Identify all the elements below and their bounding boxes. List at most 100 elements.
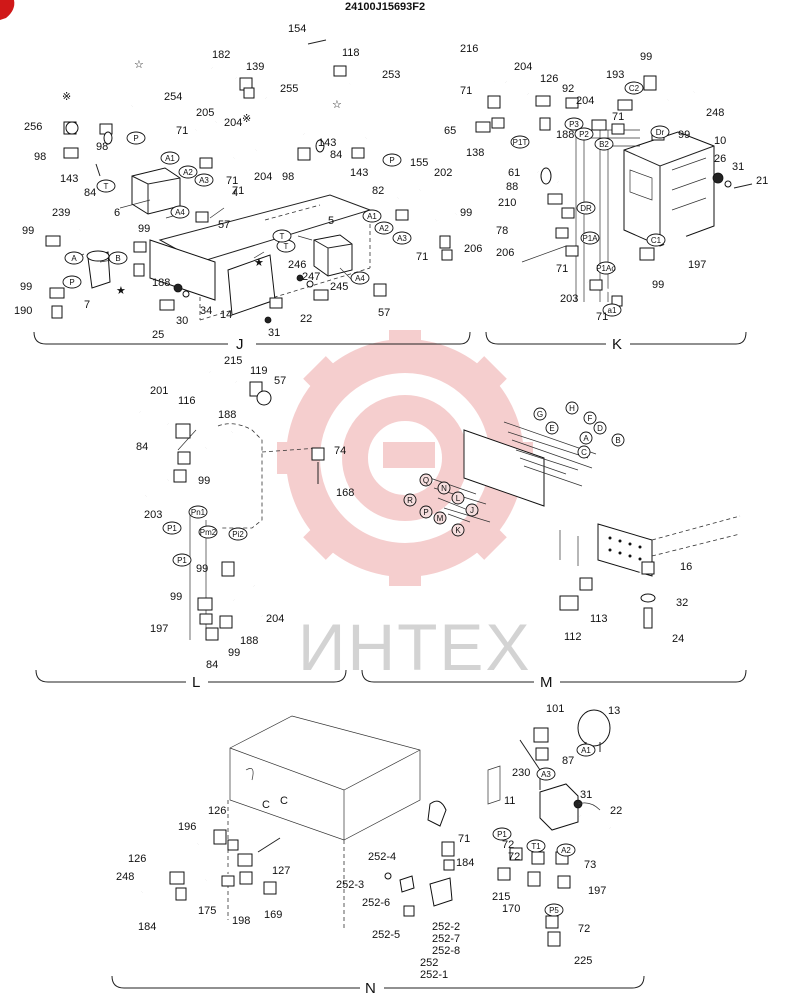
port-tag-text: A3 — [199, 176, 209, 185]
part-number-label: 84 — [206, 659, 218, 671]
port-tag-outline — [178, 165, 198, 179]
port-tag-outline — [126, 131, 146, 145]
star-outline-symbol: ☆ — [134, 59, 144, 71]
port-tag: P — [382, 153, 402, 167]
port-tag-text: A1 — [367, 212, 377, 221]
port-tag-text: K — [455, 526, 461, 535]
part-number-label: 255 — [280, 83, 298, 95]
port-tag: A — [579, 431, 593, 445]
part-number-label: 13 — [608, 705, 620, 717]
watermark-text: ИНТЕХ — [298, 610, 531, 684]
part-number-label: 126 — [128, 853, 146, 865]
part-number-label: 188 — [218, 409, 236, 421]
part-number-label: 14 — [220, 309, 232, 321]
port-tag: a1 — [602, 303, 622, 317]
part-number-label: 57 — [274, 375, 286, 387]
part-number-label: 248 — [116, 871, 134, 883]
part-number-label: 253 — [382, 69, 400, 81]
port-tag: P — [126, 131, 146, 145]
port-tag-text: P1 — [497, 830, 507, 839]
port-tag-outline — [108, 251, 128, 265]
part-number-label: 16 — [680, 561, 692, 573]
port-tag: A2 — [556, 843, 576, 857]
part-number-label: 31 — [732, 161, 744, 173]
part-number-label: 252-3 — [336, 879, 364, 891]
part-number-label: 22 — [610, 805, 622, 817]
port-tag: J — [465, 503, 479, 517]
part-number-label: 118 — [342, 47, 360, 59]
part-number-label: 78 — [496, 225, 508, 237]
port-tag: N — [437, 481, 451, 495]
part-number-label: 71 — [176, 125, 188, 137]
port-tag-text: A2 — [561, 846, 571, 855]
port-tag-outline — [593, 421, 607, 435]
part-number-label: 72 — [508, 851, 520, 863]
port-tag: P — [419, 505, 433, 519]
port-tag-text: P1 — [167, 524, 177, 533]
part-number-label: 175 — [198, 905, 216, 917]
port-tag-text: P2 — [579, 130, 589, 139]
part-number-label: 201 — [150, 385, 168, 397]
part-number-label: 57 — [218, 219, 230, 231]
asterisk-symbol: ※ — [242, 113, 251, 125]
section-n-bracket — [111, 975, 645, 989]
part-number-label: 197 — [588, 885, 606, 897]
part-number-label: 71 — [416, 251, 428, 263]
part-number-label: 252-1 — [420, 969, 448, 981]
port-tag-text: F — [588, 414, 593, 423]
port-tag-text: P1A — [582, 234, 598, 243]
section-l-label: L — [192, 674, 200, 691]
port-tag-outline — [362, 209, 382, 223]
port-tag-outline — [565, 401, 579, 415]
part-number-label: 88 — [506, 181, 518, 193]
section-n: C C — [141, 709, 611, 947]
part-number-label: 215 — [224, 355, 242, 367]
part-number-label: 210 — [498, 197, 516, 209]
part-number-label: 4 — [232, 187, 238, 199]
part-number-label: 7 — [84, 299, 90, 311]
port-tag-outline — [579, 431, 593, 445]
port-tag-outline — [556, 843, 576, 857]
part-number-label: 247 — [302, 271, 320, 283]
port-tag: T — [272, 229, 292, 243]
part-number-label: 101 — [546, 703, 564, 715]
port-tag: C1 — [646, 233, 666, 247]
part-number-label: 99 — [678, 129, 690, 141]
port-tag: B — [611, 433, 625, 447]
section-m-label: M — [540, 674, 553, 691]
port-tag-text: P3 — [569, 120, 579, 129]
part-number-label: 31 — [268, 327, 280, 339]
section-l — [139, 370, 325, 641]
port-tag-text: A3 — [397, 234, 407, 243]
port-tag: A2 — [374, 221, 394, 235]
star-symbol: ★ — [254, 257, 264, 269]
part-number-label: 206 — [496, 247, 514, 259]
part-number-label: 204 — [254, 171, 272, 183]
port-tag-outline — [465, 503, 479, 517]
port-tag-outline — [198, 525, 218, 539]
shape-c2: C — [280, 795, 288, 807]
port-tag-text: B — [615, 436, 620, 445]
port-tag: A1 — [576, 743, 596, 757]
section-j-label: J — [236, 336, 244, 353]
port-tag-outline — [392, 231, 412, 245]
part-number-label: 84 — [136, 441, 148, 453]
part-number-label: 25 — [152, 329, 164, 341]
part-number-label: 188 — [240, 635, 258, 647]
part-number-label: 99 — [460, 207, 472, 219]
port-tag-outline — [350, 271, 370, 285]
part-number-label: 84 — [330, 149, 342, 161]
port-tag-text: C2 — [629, 84, 640, 93]
port-tag-outline — [194, 173, 214, 187]
port-tag-text: P1T — [513, 138, 528, 147]
port-tag-text: A1 — [165, 154, 175, 163]
port-tag: M — [433, 511, 447, 525]
port-tag: C2 — [624, 81, 644, 95]
port-tag-text: Dr — [656, 128, 665, 137]
port-tag-text: N — [441, 484, 447, 493]
port-tag: A1 — [160, 151, 180, 165]
part-number-label: 71 — [556, 263, 568, 275]
port-tag: H — [565, 401, 579, 415]
port-tag: Pn1 — [188, 505, 208, 519]
port-tag-text: Q — [423, 476, 429, 485]
